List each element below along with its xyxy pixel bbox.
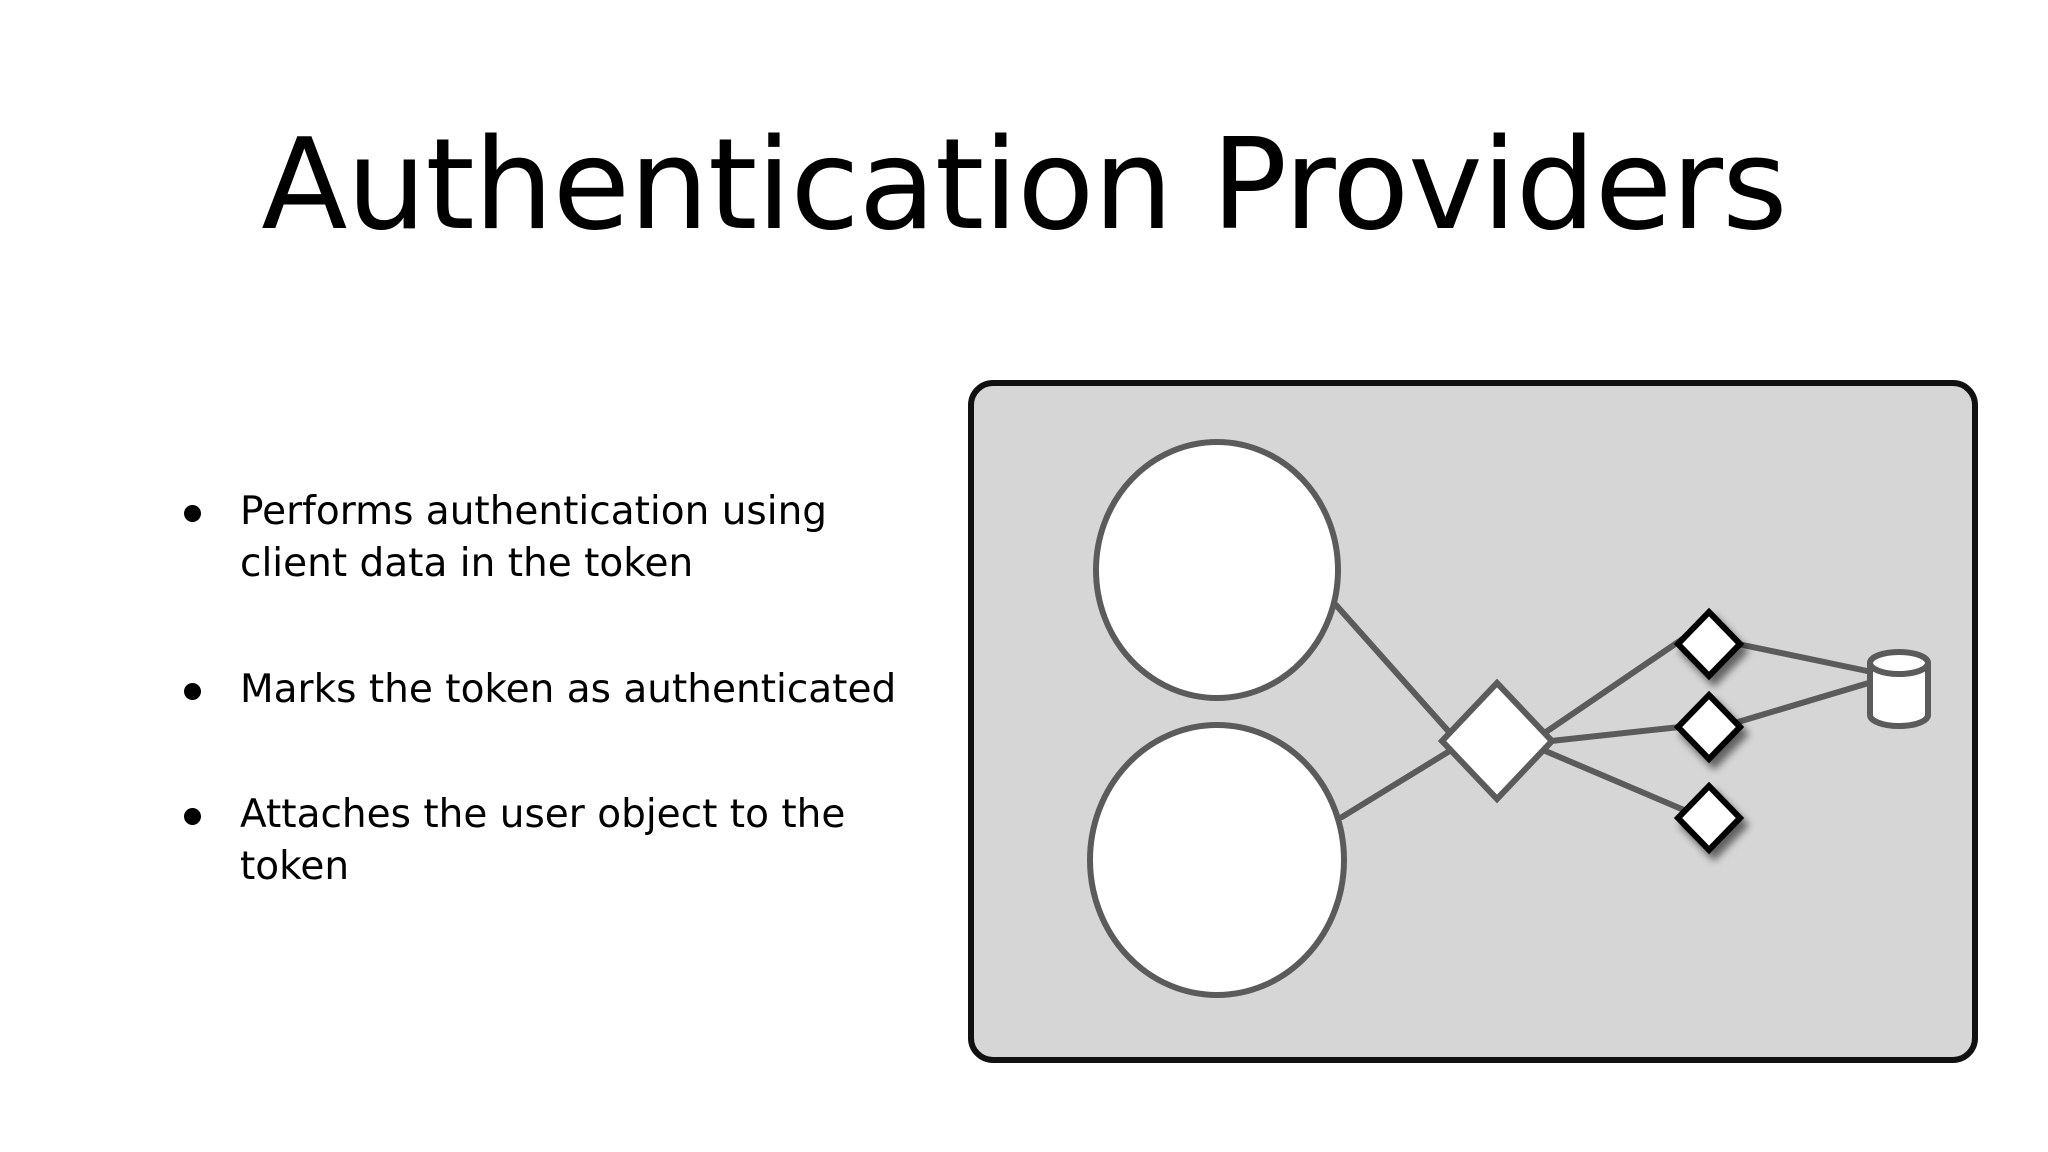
user-circle-top — [1093, 439, 1341, 701]
bullet-dot — [184, 505, 201, 522]
bullet-dot — [184, 683, 201, 700]
connector-hub-to-provider-1 — [1540, 635, 1687, 737]
authentication-diagram — [968, 380, 1978, 1063]
bullet-item: Performs authentication using client dat… — [178, 486, 938, 590]
bullet-text: Performs authentication using client dat… — [240, 489, 828, 586]
provider-diamond-1 — [1673, 607, 1745, 681]
slide-title: Authentication Providers — [261, 111, 1787, 258]
authentication-manager-diamond — [1437, 678, 1557, 804]
provider-diamond-3 — [1673, 781, 1745, 855]
datastore-icon — [1867, 649, 1931, 729]
bullet-text: Marks the token as authenticated — [240, 667, 897, 712]
connector-provider-1-to-datastore — [1735, 641, 1875, 675]
connector-hub-to-provider-3 — [1540, 747, 1687, 813]
connector-provider-2-to-datastore — [1735, 679, 1875, 725]
connector-circle-top-to-hub — [1333, 602, 1453, 736]
bullet-list: Performs authentication using client dat… — [178, 486, 938, 967]
bullet-item: Attaches the user object to the token — [178, 789, 938, 893]
user-circle-bottom — [1087, 722, 1347, 998]
bullet-item: Marks the token as authenticated — [178, 664, 938, 716]
connector-hub-to-provider-2 — [1548, 724, 1683, 744]
provider-diamond-2 — [1673, 690, 1745, 764]
bullet-text: Attaches the user object to the token — [240, 792, 846, 889]
connector-circle-bottom-to-hub — [1339, 749, 1451, 820]
diagram-connectors — [1333, 602, 1875, 820]
bullet-dot — [184, 808, 201, 825]
